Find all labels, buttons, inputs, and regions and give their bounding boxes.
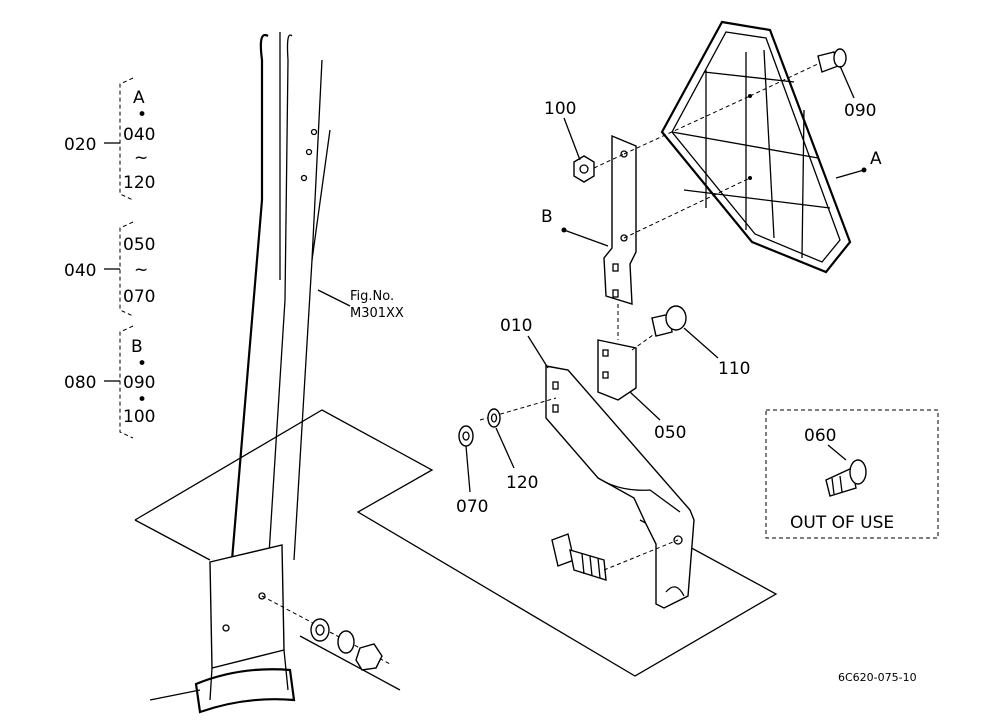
group-080-item: 090 [123, 373, 155, 393]
platform-outline [134, 409, 778, 691]
main-bracket-010 [545, 365, 695, 609]
drawing-number: 6C620-075-10 [838, 671, 917, 684]
callout-110: 110 [718, 359, 750, 379]
fig-ref-line1: Fig.No. [350, 289, 394, 304]
group-020-item: ~ [134, 148, 148, 168]
callout-060: 060 [804, 426, 836, 446]
group-080-id: 080 [64, 373, 96, 393]
out-of-use-label: OUT OF USE [790, 513, 894, 533]
callout-010: 010 [500, 316, 532, 336]
bolt-110 [631, 305, 687, 351]
group-020-item: A [133, 88, 145, 108]
bolt-090 [749, 48, 847, 97]
group-040: 040 050 ~ 070 [64, 221, 155, 317]
group-040-item: ~ [134, 260, 148, 280]
group-040-id: 040 [64, 261, 96, 281]
group-080-item: • [137, 354, 147, 374]
nut-100 [573, 153, 625, 183]
washers [458, 397, 557, 447]
reflector-bracket [603, 95, 751, 305]
base-hardware [261, 595, 391, 671]
group-020-item: • [137, 105, 147, 125]
figure-reference: Fig.No. M301XX [317, 289, 404, 321]
callout-090: 090 [844, 101, 876, 121]
callout-100: 100 [544, 99, 576, 119]
group-080-item: • [137, 390, 147, 410]
callout-050: 050 [654, 423, 686, 443]
ref-b-label: B [541, 207, 553, 227]
group-080: 080 B • 090 • 100 [64, 325, 155, 439]
ref-a-label: A [870, 149, 882, 169]
reflector-hole [748, 176, 752, 180]
clip-050 [597, 304, 637, 401]
callouts: 010 050 060 070 090 100 110 120 A B [456, 65, 882, 517]
lower-bolt [551, 533, 679, 581]
callout-120: 120 [506, 473, 538, 493]
group-020-id: 020 [64, 135, 96, 155]
group-080-item: 100 [123, 407, 155, 427]
group-040-item: 050 [123, 235, 155, 255]
group-020: 020 A • 040 ~ 120 [64, 77, 155, 201]
rops-post [149, 32, 331, 714]
group-040-item: 070 [123, 287, 155, 307]
group-020-item: 040 [123, 125, 155, 145]
out-of-use-box: OUT OF USE [765, 409, 939, 539]
group-020-item: 120 [123, 173, 155, 193]
group-080-item: B [131, 337, 143, 357]
reflector-panel [660, 20, 852, 274]
fig-ref-line2: M301XX [350, 306, 404, 321]
callout-070: 070 [456, 497, 488, 517]
